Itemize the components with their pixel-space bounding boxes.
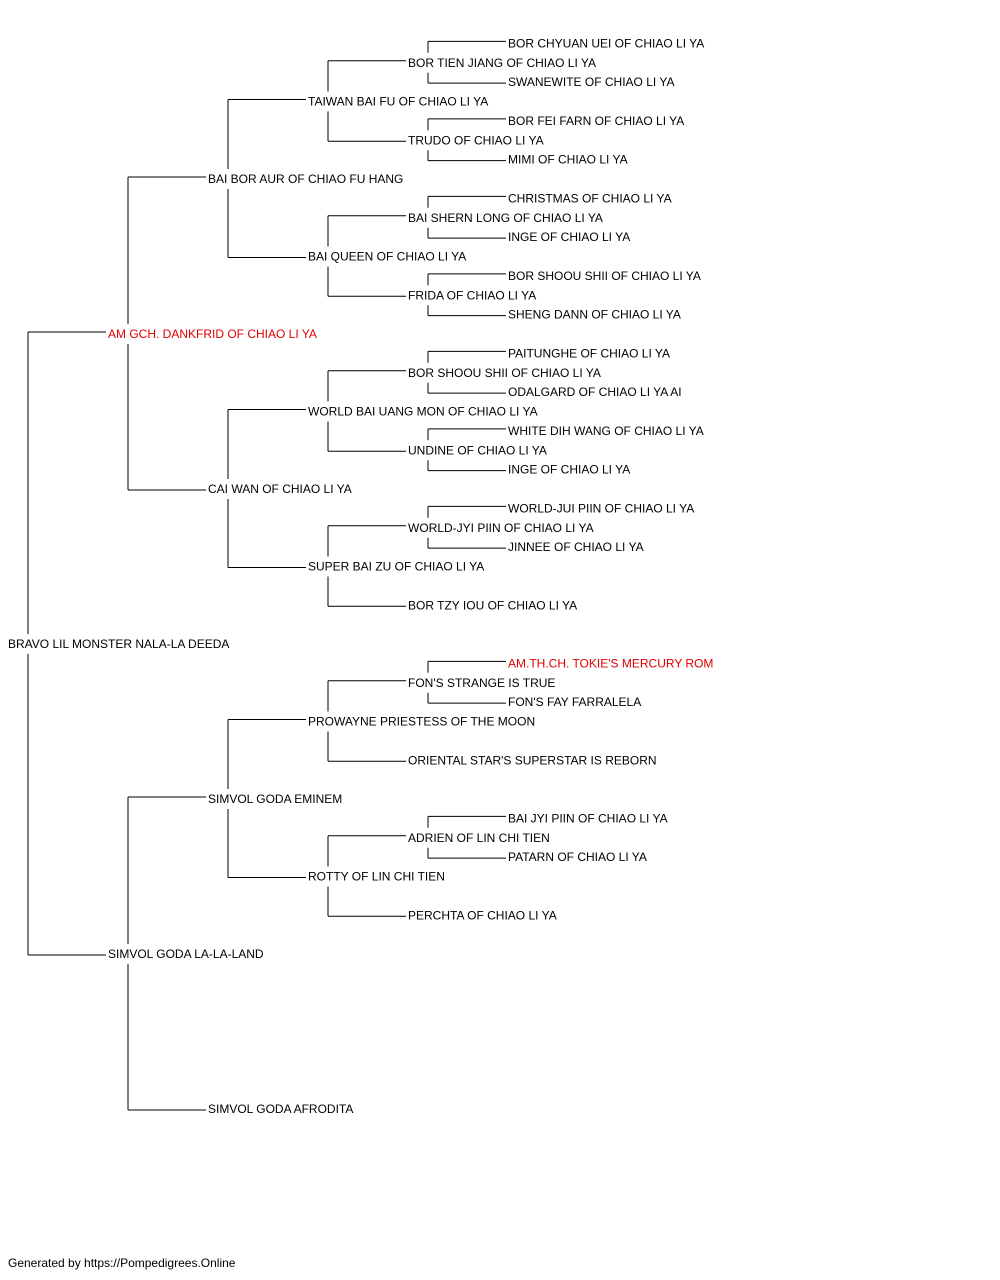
pedigree-name-world-bai-uang-mon-of-chiao-li-ya: WORLD BAI UANG MON OF CHIAO LI YA (308, 405, 538, 419)
pedigree-name-inge-of-chiao-li-ya: INGE OF CHIAO LI YA (508, 230, 630, 244)
pedigree-name-bai-shern-long-of-chiao-li-ya: BAI SHERN LONG OF CHIAO LI YA (408, 211, 603, 225)
pedigree-name-bai-bor-aur-of-chiao-fu-hang: BAI BOR AUR OF CHIAO FU HANG (208, 172, 403, 186)
pedigree-name-mimi-of-chiao-li-ya: MIMI OF CHIAO LI YA (508, 153, 628, 167)
pedigree-name-bor-shoou-shii-of-chiao-li-ya: BOR SHOOU SHII OF CHIAO LI YA (408, 366, 601, 380)
pedigree-name-fon-s-strange-is-true: FON'S STRANGE IS TRUE (408, 676, 555, 690)
pedigree-name-bai-jyi-piin-of-chiao-li-ya: BAI JYI PIIN OF CHIAO LI YA (508, 811, 668, 825)
pedigree-name-prowayne-priestess-of-the-moon: PROWAYNE PRIESTESS OF THE MOON (308, 715, 535, 729)
pedigree-name-bai-queen-of-chiao-li-ya: BAI QUEEN OF CHIAO LI YA (308, 250, 466, 264)
pedigree-name-bor-shoou-shii-of-chiao-li-ya: BOR SHOOU SHII OF CHIAO LI YA (508, 269, 701, 283)
pedigree-name-bravo-lil-monster-nala-la-deeda: BRAVO LIL MONSTER NALA-LA DEEDA (8, 637, 229, 651)
pedigree-name-bor-chyuan-uei-of-chiao-li-ya: BOR CHYUAN UEI OF CHIAO LI YA (508, 36, 704, 50)
pedigree-name-adrien-of-lin-chi-tien: ADRIEN OF LIN CHI TIEN (408, 831, 550, 845)
pedigree-name-simvol-goda-la-la-land: SIMVOL GODA LA-LA-LAND (108, 947, 264, 961)
pedigree-name-taiwan-bai-fu-of-chiao-li-ya: TAIWAN BAI FU OF CHIAO LI YA (308, 95, 488, 109)
pedigree-name-rotty-of-lin-chi-tien: ROTTY OF LIN CHI TIEN (308, 870, 445, 884)
pedigree-name-fon-s-fay-farralela: FON'S FAY FARRALELA (508, 695, 641, 709)
pedigree-name-bor-fei-farn-of-chiao-li-ya: BOR FEI FARN OF CHIAO LI YA (508, 114, 684, 128)
pedigree-name-trudo-of-chiao-li-ya: TRUDO OF CHIAO LI YA (408, 133, 544, 147)
pedigree-name-world-jyi-piin-of-chiao-li-ya: WORLD-JYI PIIN OF CHIAO LI YA (408, 521, 594, 535)
pedigree-name-patarn-of-chiao-li-ya: PATARN OF CHIAO LI YA (508, 850, 647, 864)
pedigree-name-super-bai-zu-of-chiao-li-ya: SUPER BAI ZU OF CHIAO LI YA (308, 560, 484, 574)
pedigree-name-simvol-goda-eminem: SIMVOL GODA EMINEM (208, 792, 342, 806)
pedigree-name-inge-of-chiao-li-ya: INGE OF CHIAO LI YA (508, 463, 630, 477)
pedigree-name-am-th-ch-tokie-s-mercury-rom: AM.TH.CH. TOKIE'S MERCURY ROM (508, 656, 713, 670)
generated-by-footer: Generated by https://Pompedigrees.Online (8, 1256, 236, 1270)
pedigree-name-world-jui-piin-of-chiao-li-ya: WORLD-JUI PIIN OF CHIAO LI YA (508, 501, 694, 515)
pedigree-name-jinnee-of-chiao-li-ya: JINNEE OF CHIAO LI YA (508, 540, 644, 554)
pedigree-name-white-dih-wang-of-chiao-li-ya: WHITE DIH WANG OF CHIAO LI YA (508, 424, 704, 438)
pedigree-name-undine-of-chiao-li-ya: UNDINE OF CHIAO LI YA (408, 443, 547, 457)
pedigree-name-frida-of-chiao-li-ya: FRIDA OF CHIAO LI YA (408, 288, 536, 302)
pedigree-name-oriental-star-s-superstar-is-reborn: ORIENTAL STAR'S SUPERSTAR IS REBORN (408, 753, 657, 767)
pedigree-name-bor-tien-jiang-of-chiao-li-ya: BOR TIEN JIANG OF CHIAO LI YA (408, 56, 596, 70)
pedigree-name-christmas-of-chiao-li-ya: CHRISTMAS OF CHIAO LI YA (508, 191, 672, 205)
pedigree-name-am-gch-dankfrid-of-chiao-li-ya: AM GCH. DANKFRID OF CHIAO LI YA (108, 327, 317, 341)
pedigree-name-bor-tzy-iou-of-chiao-li-ya: BOR TZY IOU OF CHIAO LI YA (408, 598, 577, 612)
pedigree-name-swanewite-of-chiao-li-ya: SWANEWITE OF CHIAO LI YA (508, 75, 674, 89)
pedigree-name-simvol-goda-afrodita: SIMVOL GODA AFRODITA (208, 1102, 353, 1116)
pedigree-name-sheng-dann-of-chiao-li-ya: SHENG DANN OF CHIAO LI YA (508, 308, 681, 322)
pedigree-name-perchta-of-chiao-li-ya: PERCHTA OF CHIAO LI YA (408, 908, 557, 922)
pedigree-name-paitunghe-of-chiao-li-ya: PAITUNGHE OF CHIAO LI YA (508, 346, 670, 360)
pedigree-name-odalgard-of-chiao-li-ya-ai: ODALGARD OF CHIAO LI YA AI (508, 385, 682, 399)
pedigree-tree: BRAVO LIL MONSTER NALA-LA DEEDA AM GCH. D… (8, 36, 713, 1116)
pedigree-name-cai-wan-of-chiao-li-ya: CAI WAN OF CHIAO LI YA (208, 482, 352, 496)
